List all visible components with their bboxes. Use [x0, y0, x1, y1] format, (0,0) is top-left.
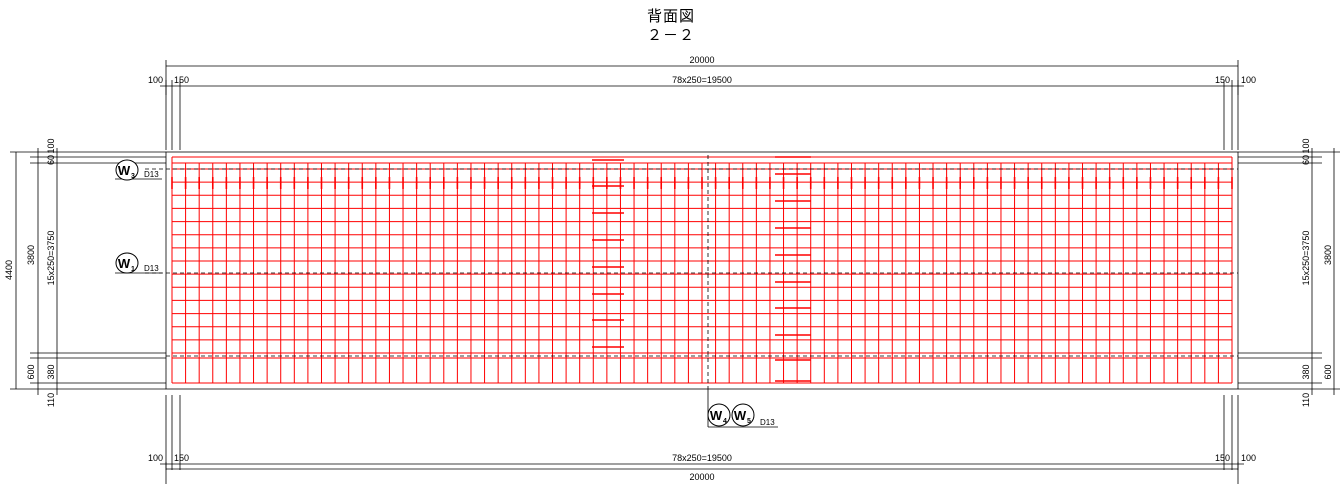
bottom-left-cover-label: 150	[174, 453, 189, 463]
right-inner-label: 3800	[1323, 245, 1333, 265]
w4-letter: W	[710, 408, 723, 423]
left-inner-label: 3800	[26, 245, 36, 265]
rebar-tag-w4-w5: W 4 W 5 D13	[707, 386, 778, 428]
w1-diameter: D13	[144, 264, 159, 273]
w3-number: 3	[131, 173, 135, 180]
drawing-subtitle: ２－２	[647, 27, 695, 44]
left-side-dimensions: 4400 3800 15x250=3750 100 60 380 600 110	[4, 138, 166, 407]
bottom-span-label: 78x250=19500	[672, 453, 732, 463]
wall-outline	[165, 151, 1239, 390]
bottom-left-edge-label: 100	[148, 453, 163, 463]
w5-diameter: D13	[760, 418, 775, 427]
w5-number: 5	[747, 418, 751, 425]
bottom-span-dimension: 100 150 78x250=19500 150 100	[148, 395, 1256, 470]
top-span-label: 78x250=19500	[672, 75, 732, 85]
right-bot-c-label: 110	[1301, 393, 1311, 407]
left-bot-a-label: 380	[46, 364, 56, 379]
left-bot-c-label: 110	[46, 393, 56, 407]
bottom-total-dimension: 20000	[165, 462, 1239, 484]
right-span-label: 15x250=3750	[1301, 231, 1311, 286]
w4-number: 4	[723, 418, 727, 425]
right-top-b-label: 60	[1301, 155, 1311, 165]
left-top-a-label: 100	[46, 138, 56, 153]
right-side-dimensions: 15x250=3750 3800 100 60 380 600 110	[1238, 138, 1340, 407]
drawing-title: 背面図	[647, 8, 695, 25]
bottom-right-cover-label: 150	[1215, 453, 1230, 463]
left-bot-b-label: 600	[26, 364, 36, 379]
right-top-a-label: 100	[1301, 138, 1311, 153]
right-bot-a-label: 380	[1301, 364, 1311, 379]
top-right-cover-label: 150	[1215, 75, 1230, 85]
rebar-tag-w1: W 1 D13	[115, 252, 162, 274]
w3-diameter: D13	[144, 170, 159, 179]
right-bot-b-label: 600	[1323, 364, 1333, 379]
bottom-total-label: 20000	[689, 472, 714, 482]
rebar-mesh	[171, 156, 1233, 384]
left-span-label: 15x250=3750	[46, 231, 56, 286]
rebar-tag-w3: W 3 D13	[115, 159, 162, 181]
top-left-cover-label: 150	[174, 75, 189, 85]
top-left-edge-label: 100	[148, 75, 163, 85]
top-total-label: 20000	[689, 55, 714, 65]
top-right-edge-label: 100	[1241, 75, 1256, 85]
w3-letter: W	[118, 163, 131, 178]
left-total-label: 4400	[4, 260, 14, 280]
left-top-b-label: 60	[46, 155, 56, 165]
bottom-right-edge-label: 100	[1241, 453, 1256, 463]
w1-letter: W	[118, 256, 131, 271]
top-span-dimension: 100 150 78x250=19500 150 100	[148, 75, 1256, 150]
w5-letter: W	[734, 408, 747, 423]
w1-number: 1	[131, 266, 135, 273]
